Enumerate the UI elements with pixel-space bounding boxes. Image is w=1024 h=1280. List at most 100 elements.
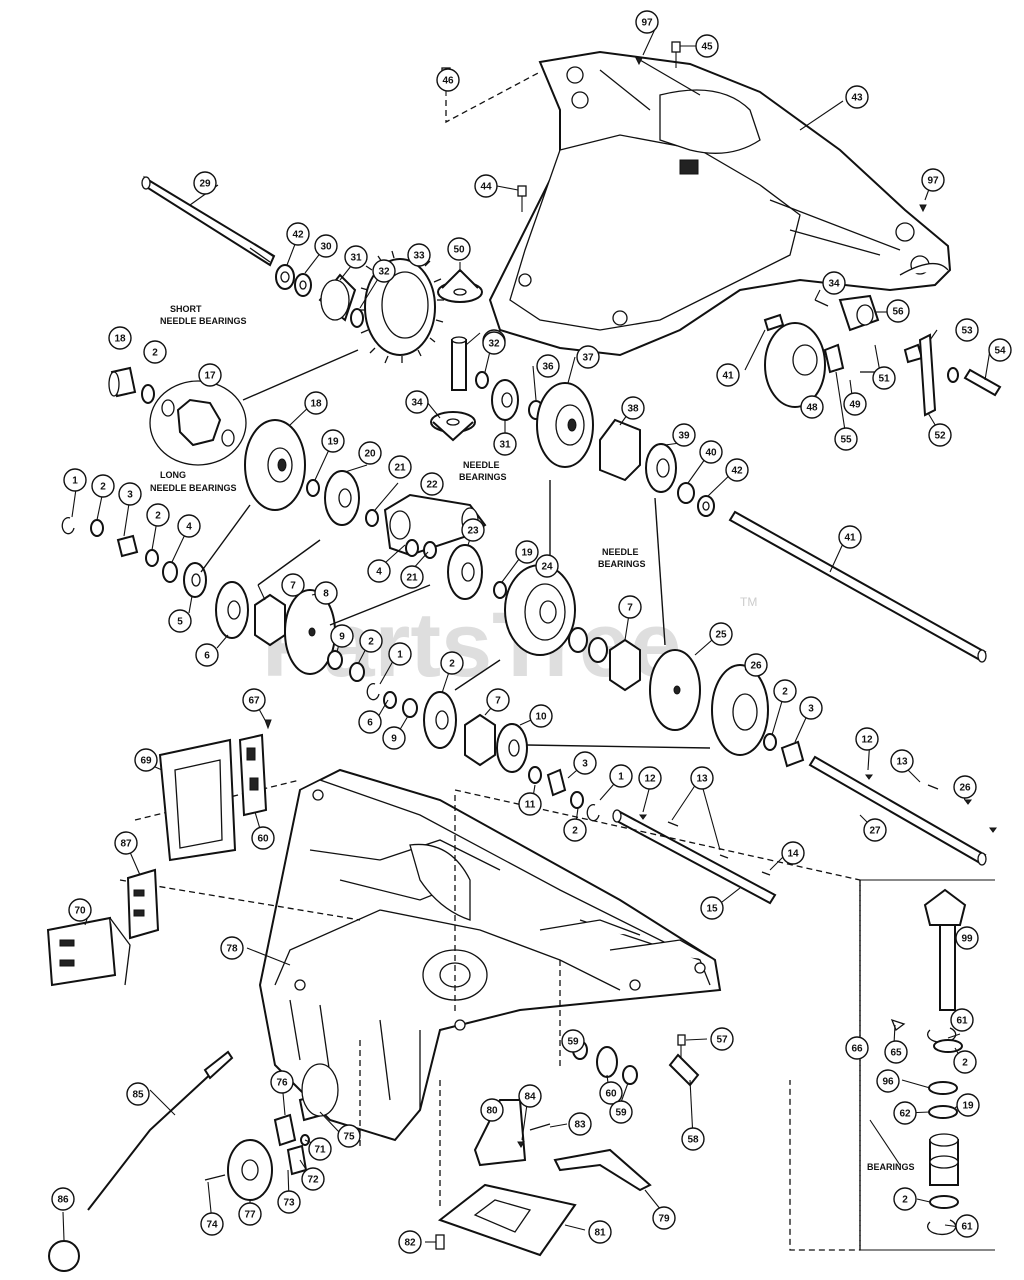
callout-number: 31	[499, 440, 511, 451]
callout-82: 82	[398, 1230, 422, 1254]
callout-26: 26	[953, 775, 977, 799]
callout-circle	[568, 1112, 592, 1136]
callout-circle	[281, 573, 305, 597]
note-short-needle-1: SHORT	[170, 304, 202, 314]
callout-9: 9	[382, 726, 406, 750]
callout-circle	[884, 1040, 908, 1064]
callout-7: 7	[486, 688, 510, 712]
callout-3: 3	[118, 482, 142, 506]
callout-14: 14	[781, 841, 805, 865]
callout-number: 34	[411, 398, 423, 409]
callout-circle	[177, 514, 201, 538]
callout-circle	[699, 440, 723, 464]
callout-number: 85	[132, 1090, 144, 1101]
callout-circle	[529, 704, 553, 728]
callout-number: 51	[878, 374, 890, 385]
callout-number: 6	[204, 651, 210, 662]
callout-34: 34	[822, 271, 846, 295]
callout-number: 7	[627, 603, 633, 614]
callout-circle	[480, 1098, 504, 1122]
callout-21: 21	[388, 455, 412, 479]
callout-number: 4	[186, 522, 192, 533]
callout-circle	[68, 898, 92, 922]
callout-60: 60	[251, 826, 275, 850]
upper-gear-stack	[275, 250, 444, 364]
coupling-7-right	[609, 638, 641, 692]
right-upper-parts	[763, 294, 1002, 417]
callout-number: 33	[413, 251, 425, 262]
callout-number: 12	[644, 774, 656, 785]
callout-41: 41	[838, 525, 862, 549]
coupling-7-lower	[464, 713, 496, 767]
callout-circle	[535, 554, 559, 578]
callout-number: 97	[641, 18, 653, 29]
callout-39: 39	[672, 423, 696, 447]
callout-circle	[886, 299, 910, 323]
callout-number: 43	[851, 93, 863, 104]
callout-42: 42	[725, 458, 749, 482]
callout-circle	[710, 1027, 734, 1051]
callout-number: 81	[594, 1228, 606, 1239]
callout-number: 2	[449, 659, 455, 670]
callout-22: 22	[420, 472, 444, 496]
callout-3: 3	[799, 696, 823, 720]
callout-circle	[890, 749, 914, 773]
gear-24	[504, 564, 576, 656]
gear-39	[645, 443, 677, 493]
callout-2: 2	[893, 1187, 917, 1211]
bracket-69	[158, 738, 237, 862]
callout-52: 52	[928, 423, 952, 447]
callout-circle	[781, 841, 805, 865]
callout-2: 2	[773, 679, 797, 703]
callout-number: 25	[715, 630, 727, 641]
callout-69: 69	[134, 748, 158, 772]
callout-circle	[270, 1070, 294, 1094]
callout-4: 4	[367, 559, 391, 583]
callout-number: 14	[787, 849, 799, 860]
callout-number: 69	[140, 756, 152, 767]
callout-37: 37	[576, 345, 600, 369]
callout-circle	[146, 503, 170, 527]
callout-circle	[863, 818, 887, 842]
callout-circle	[193, 171, 217, 195]
note-long-needle-2: NEEDLE BEARINGS	[150, 483, 237, 493]
callout-number: 96	[882, 1077, 894, 1088]
callout-79: 79	[652, 1206, 676, 1230]
callout-18: 18	[108, 326, 132, 350]
callout-number: 10	[535, 712, 547, 723]
callout-circle	[618, 595, 642, 619]
callout-circle	[695, 34, 719, 58]
callout-45: 45	[695, 34, 719, 58]
callout-13: 13	[890, 749, 914, 773]
callout-13: 13	[690, 766, 714, 790]
callout-circle	[576, 345, 600, 369]
callout-number: 73	[283, 1198, 295, 1209]
callout-number: 87	[120, 839, 132, 850]
note-long-needle-1: LONG	[160, 470, 186, 480]
callout-number: 42	[292, 230, 304, 241]
callout-85: 85	[126, 1082, 150, 1106]
callout-number: 30	[320, 242, 332, 253]
callout-circle	[251, 826, 275, 850]
callout-9: 9	[330, 624, 354, 648]
note-needle-a-1: NEEDLE	[463, 460, 500, 470]
callout-54: 54	[988, 338, 1012, 362]
callouts: 9745464329449742303132333456503532182173…	[51, 10, 1012, 1254]
callout-circle	[63, 468, 87, 492]
callout-number: 40	[705, 448, 717, 459]
callout-number: 11	[525, 800, 536, 811]
callout-circle	[344, 245, 368, 269]
callout-number: 67	[248, 696, 260, 707]
callout-circle	[700, 896, 724, 920]
callout-number: 32	[378, 267, 390, 278]
callout-87: 87	[114, 831, 138, 855]
callout-65: 65	[884, 1040, 908, 1064]
callout-circle	[690, 766, 714, 790]
callout-number: 22	[426, 480, 438, 491]
callout-circle	[843, 392, 867, 416]
callout-circle	[638, 766, 662, 790]
callout-number: 49	[849, 400, 861, 411]
callout-61: 61	[950, 1008, 974, 1032]
callout-circle	[893, 1187, 917, 1211]
